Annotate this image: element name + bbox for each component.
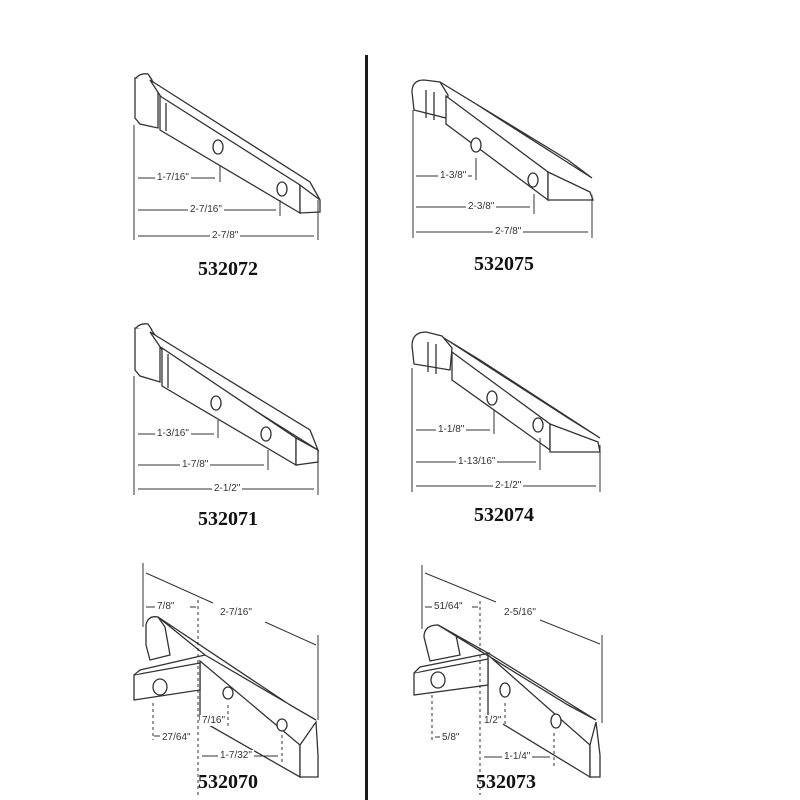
straight-bar-round-head-drawing (411, 331, 601, 492)
part-number-label: 532071 (198, 508, 258, 530)
column-divider (365, 55, 368, 800)
angled-bar-with-tab-drawing (133, 563, 319, 795)
dimension-label: 1-13/16" (456, 456, 498, 467)
part-532070-diagram: 7/8" 2-7/16" 7/16" 27/64" 1-7/32" 532070 (0, 555, 365, 800)
dimension-label: 27/64" (160, 732, 193, 743)
part-number-label: 532073 (476, 771, 536, 793)
dimension-label: 2-5/16" (502, 607, 538, 618)
part-532071-diagram: 1-3/16" 1-7/8" 2-1/2" 532071 (0, 310, 365, 550)
dimension-label: 1-7/16" (155, 172, 191, 183)
straight-bar-slotted-drawing (133, 73, 321, 240)
dimension-label: 7/16" (200, 715, 228, 726)
straight-bar-round-head-drawing (411, 79, 594, 238)
part-532074-diagram: 1-1/8" 1-13/16" 2-1/2" 532074 (368, 310, 800, 550)
dimension-label: 2-7/16" (188, 204, 224, 215)
dimension-label: 51/64" (432, 601, 465, 612)
dimension-label: 1-3/16" (155, 428, 191, 439)
part-number-label: 532072 (198, 258, 258, 280)
dimension-label: 2-7/8" (493, 226, 524, 237)
dimension-label: 1-1/4" (502, 751, 533, 762)
straight-bar-slotted-drawing (133, 323, 320, 495)
dimension-label: 1/2" (482, 715, 504, 726)
part-532072-diagram: 1-7/16" 2-7/16" 2-7/8" 532072 (0, 0, 365, 290)
dimension-label: 1-3/8" (438, 170, 469, 181)
dimension-label: 1-1/8" (436, 424, 467, 435)
dimension-label: 1-7/8" (180, 459, 211, 470)
dimension-label: 2-3/8" (466, 201, 497, 212)
part-532075-diagram: 1-3/8" 2-3/8" 2-7/8" 532075 (368, 0, 800, 290)
angled-bar-with-tab-drawing (413, 565, 603, 795)
dimension-label: 2-1/2" (493, 480, 524, 491)
dimension-label: 1-7/32" (218, 750, 254, 761)
part-number-label: 532074 (474, 504, 534, 526)
part-532073-diagram: 51/64" 2-5/16" 1/2" 5/8" 1-1/4" 532073 (368, 555, 800, 800)
dimension-label: 2-7/16" (218, 607, 254, 618)
dimension-label: 5/8" (440, 732, 462, 743)
dimension-label: 2-1/2" (212, 483, 243, 494)
dimension-label: 7/8" (155, 601, 177, 612)
dimension-label: 2-7/8" (210, 230, 241, 241)
part-number-label: 532070 (198, 771, 258, 793)
part-number-label: 532075 (474, 253, 534, 275)
